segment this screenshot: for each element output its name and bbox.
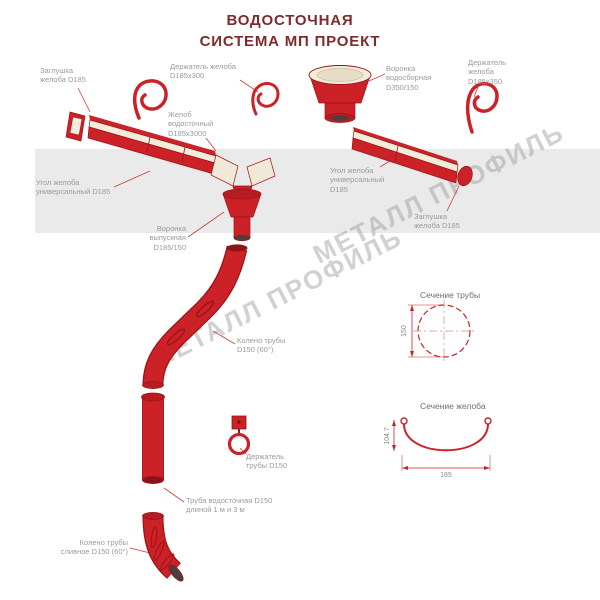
leader-line (473, 86, 479, 98)
title-line2: СИСТЕМА МП ПРОЕКТ (199, 33, 381, 50)
gutter-section-title: Сечение желоба (420, 401, 486, 411)
drain-elbow-drawing (142, 512, 184, 582)
label-outlet-funnel: Воронка выпускная D185/150 (149, 224, 186, 252)
gutter-section-diagram: 185 104.7 (384, 417, 492, 479)
left-end-cap-drawing (65, 111, 86, 142)
leader-line (163, 487, 185, 503)
leader-line (446, 185, 460, 212)
title-line1: ВОДОСТОЧНАЯ (226, 12, 354, 29)
downpipe-drawing (141, 392, 165, 484)
corner-junction-drawing (210, 154, 276, 195)
pipe-section-diagram: 150 (401, 300, 475, 362)
left-gutter-drawing (87, 115, 217, 175)
leader-line (113, 170, 151, 188)
upper-elbow-pipe-drawing (142, 244, 248, 389)
leader-line (368, 73, 386, 82)
right-gutter-drawing (351, 127, 459, 184)
pipe-holder-drawing (227, 415, 251, 456)
right-end-cap-drawing (457, 165, 473, 187)
label-drain-elbow: Колено трубы сливное D150 (60°) (60, 538, 128, 557)
gutter-hook-right-icon (465, 81, 499, 134)
gutter-hook-left-icon (132, 79, 168, 120)
pipe-diameter-dim: 150 (401, 325, 408, 337)
label-pipe-elbow: Колено трубы D150 (60°) (237, 336, 286, 355)
leader-line (129, 547, 151, 554)
label-gutter-corner-right: Угол желоба универсальный D185 (330, 166, 385, 194)
label-downpipe: Труба водосточная D150 длиной 1 м и 3 м (186, 496, 273, 515)
pipe-section-title: Сечение трубы (420, 290, 481, 300)
leader-line (212, 330, 236, 345)
collector-funnel-drawing (308, 65, 372, 123)
leader-line (187, 211, 225, 238)
label-collector-funnel: Воронка водосборная D350/150 (386, 64, 432, 92)
label-gutter-hook-350: Держатель желоба D185х350 (468, 58, 507, 86)
gutter-depth-dim: 104.7 (384, 427, 391, 445)
label-gutter-corner-left: Угол желоба универсальный D185 (36, 178, 111, 197)
outlet-funnel-drawing (222, 188, 262, 242)
label-gutter-hook-300: Держатель желоба D185х300 (170, 62, 236, 81)
page-title: ВОДОСТОЧНАЯ СИСТЕМА МП ПРОЕКТ (140, 10, 440, 52)
label-end-cap-top-left: Заглушка желоба D185 (40, 66, 86, 85)
gutter-hook-middle-icon (251, 82, 280, 116)
label-pipe-holder: Держатель трубы D150 (246, 452, 288, 471)
label-end-cap-right: Заглушка желоба D185 (414, 212, 460, 231)
leader-line (77, 87, 91, 113)
roof-band (35, 149, 600, 233)
label-gutter: Желоб водосточный D185х3000 (168, 110, 214, 138)
gutter-width-dim: 185 (440, 472, 452, 479)
leader-line (205, 137, 217, 152)
